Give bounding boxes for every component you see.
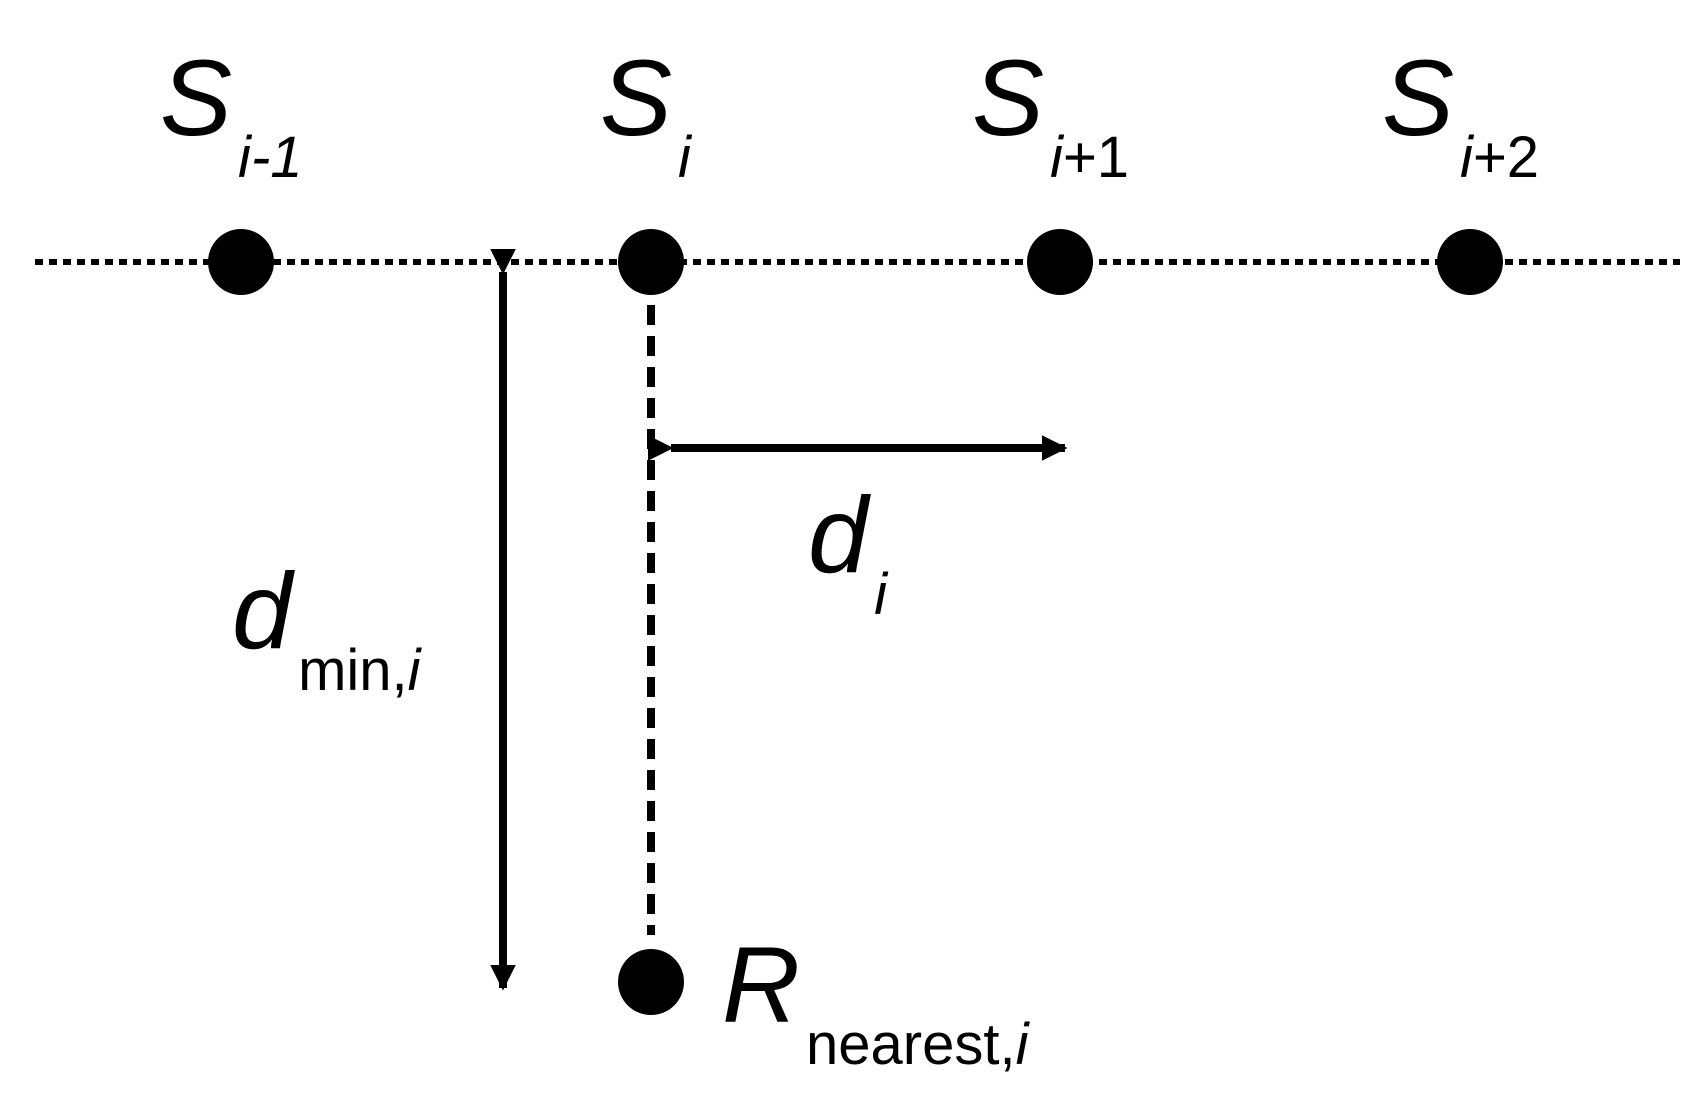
math-main-letter: S bbox=[160, 37, 232, 158]
math-subscript: -1 bbox=[251, 125, 303, 190]
math-subscript: i bbox=[238, 125, 253, 190]
math-subscript: i bbox=[1050, 125, 1065, 190]
math-main-letter: S bbox=[1382, 37, 1454, 158]
math-subscript: i bbox=[678, 125, 693, 190]
site-point-i-plus-1 bbox=[1027, 229, 1093, 295]
math-subscript: i bbox=[1016, 1012, 1031, 1077]
math-subscript: i bbox=[1460, 125, 1475, 190]
math-subscript: i bbox=[874, 562, 889, 627]
math-main-letter: S bbox=[972, 37, 1044, 158]
math-subscript: nearest, bbox=[806, 1012, 1016, 1077]
site-point-i-plus-2 bbox=[1437, 229, 1503, 295]
math-main-letter: d bbox=[232, 550, 295, 671]
math-subscript: i bbox=[408, 638, 423, 703]
math-subscript: min, bbox=[298, 638, 408, 703]
math-subscript: +2 bbox=[1473, 125, 1539, 190]
math-main-letter: R bbox=[722, 924, 800, 1045]
math-main-letter: d bbox=[808, 474, 871, 595]
math-subscript: +1 bbox=[1063, 125, 1129, 190]
nearest-receptor-point bbox=[618, 949, 684, 1015]
math-main-letter: S bbox=[600, 37, 672, 158]
site-point-i bbox=[618, 229, 684, 295]
site-point-i-minus-1 bbox=[208, 229, 274, 295]
